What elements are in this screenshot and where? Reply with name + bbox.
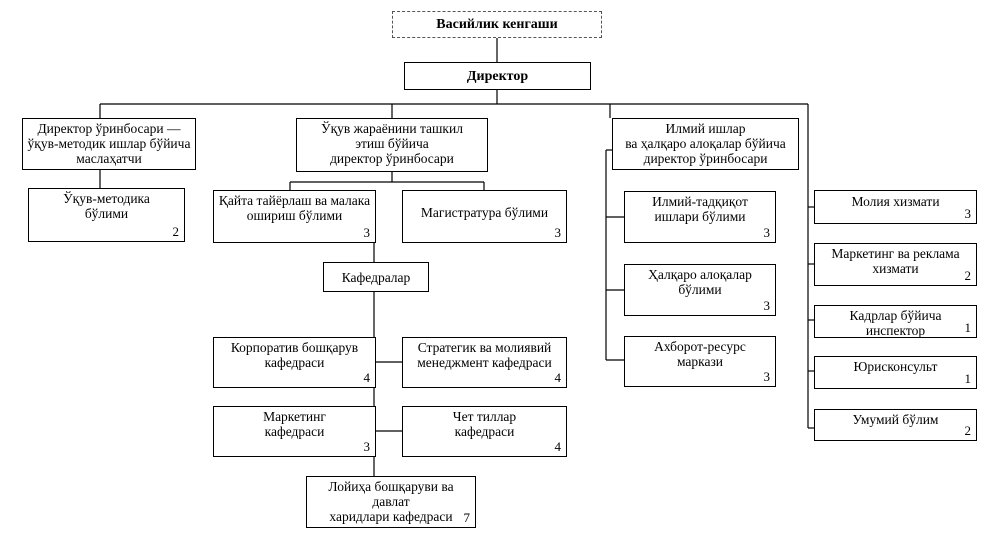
deputy-methodical-label: Директор ўринбосари — ўқув-методик ишлар… [27, 121, 191, 166]
strategic-finance-chair-label: Стратегик ва молиявий менеджмент кафедра… [417, 340, 552, 370]
project-management-chair-count: 7 [463, 510, 471, 525]
legal-counsel-count: 1 [964, 371, 972, 386]
corporate-governance-chair-count: 4 [363, 370, 371, 385]
international-relations-department-box: Ҳалқаро алоқалар бўлими 3 [624, 264, 776, 316]
chairs-box: Кафедралар [323, 262, 429, 292]
methodical-department-box: Ўқув-методика бўлими 2 [28, 188, 185, 242]
project-management-chair-box: Лойиҳа бошқаруви ва давлат харидлари каф… [306, 476, 476, 528]
supervisory-council-box: Васийлик кенгаши [392, 11, 602, 38]
chairs-label: Кафедралар [341, 269, 411, 285]
hr-inspector-label: Кадрлар бўйича инспектор [849, 308, 942, 338]
deputy-methodical-box: Директор ўринбосари — ўқув-методик ишлар… [22, 118, 196, 170]
director-label: Директор [466, 68, 529, 84]
information-resource-center-count: 3 [763, 369, 771, 384]
research-department-label: Илмий-тадқиқот ишлари бўлими [652, 194, 748, 224]
legal-counsel-box: Юрисконсульт 1 [814, 356, 977, 389]
research-department-box: Илмий-тадқиқот ишлари бўлими 3 [624, 191, 776, 243]
project-management-chair-label: Лойиҳа бошқаруви ва давлат харидлари каф… [328, 479, 454, 524]
information-resource-center-label: Ахборот-ресурс маркази [654, 339, 746, 369]
general-department-label: Умумий бўлим [852, 412, 939, 427]
foreign-languages-chair-label: Чет тиллар кафедраси [452, 409, 517, 439]
masters-department-count: 3 [554, 225, 562, 240]
hr-inspector-count: 1 [964, 320, 972, 335]
supervisory-council-label: Васийлик кенгаши [436, 17, 558, 32]
hr-inspector-box: Кадрлар бўйича инспектор 1 [814, 305, 977, 338]
international-relations-department-label: Ҳалқаро алоқалар бўлими [648, 267, 752, 297]
foreign-languages-chair-count: 4 [554, 439, 562, 454]
masters-department-label: Магистратура бўлими [420, 205, 549, 220]
legal-counsel-label: Юрисконсульт [853, 359, 938, 374]
retraining-department-box: Қайта тайёрлаш ва малака ошириш бўлими 3 [213, 190, 376, 243]
masters-department-box: Магистратура бўлими 3 [402, 190, 567, 243]
foreign-languages-chair-box: Чет тиллар кафедраси 4 [402, 406, 567, 457]
strategic-finance-chair-box: Стратегик ва молиявий менеджмент кафедра… [402, 337, 567, 388]
deputy-education-label: Ўқув жараёнини ташкил этиш бўйича директ… [321, 121, 463, 166]
strategic-finance-chair-count: 4 [554, 370, 562, 385]
director-box: Директор [404, 62, 591, 90]
finance-service-label: Молия хизмати [851, 194, 940, 209]
methodical-department-label: Ўқув-методика бўлими [63, 191, 150, 221]
deputy-science-box: Илмий ишлар ва ҳалқаро алоқалар бўйича д… [612, 118, 799, 170]
deputy-education-box: Ўқув жараёнини ташкил этиш бўйича директ… [296, 118, 488, 172]
marketing-chair-label: Маркетинг кафедраси [263, 409, 326, 439]
general-department-count: 2 [964, 423, 972, 438]
finance-service-box: Молия хизмати 3 [814, 190, 977, 224]
deputy-science-label: Илмий ишлар ва ҳалқаро алоқалар бўйича д… [625, 121, 786, 166]
international-relations-department-count: 3 [763, 298, 771, 313]
retraining-department-count: 3 [363, 225, 371, 240]
methodical-department-count: 2 [172, 224, 180, 239]
corporate-governance-chair-label: Корпоратив бошқарув кафедраси [230, 340, 359, 370]
finance-service-count: 3 [964, 206, 972, 221]
retraining-department-label: Қайта тайёрлаш ва малака ошириш бўлими [218, 193, 371, 223]
information-resource-center-box: Ахборот-ресурс маркази 3 [624, 336, 776, 387]
marketing-advertising-service-count: 2 [964, 268, 972, 283]
marketing-advertising-service-box: Маркетинг ва реклама хизмати 2 [814, 243, 977, 286]
marketing-advertising-service-label: Маркетинг ва реклама хизмати [831, 246, 960, 276]
general-department-box: Умумий бўлим 2 [814, 409, 977, 441]
marketing-chair-count: 3 [363, 439, 371, 454]
corporate-governance-chair-box: Корпоратив бошқарув кафедраси 4 [213, 337, 376, 388]
research-department-count: 3 [763, 225, 771, 240]
marketing-chair-box: Маркетинг кафедраси 3 [213, 406, 376, 457]
